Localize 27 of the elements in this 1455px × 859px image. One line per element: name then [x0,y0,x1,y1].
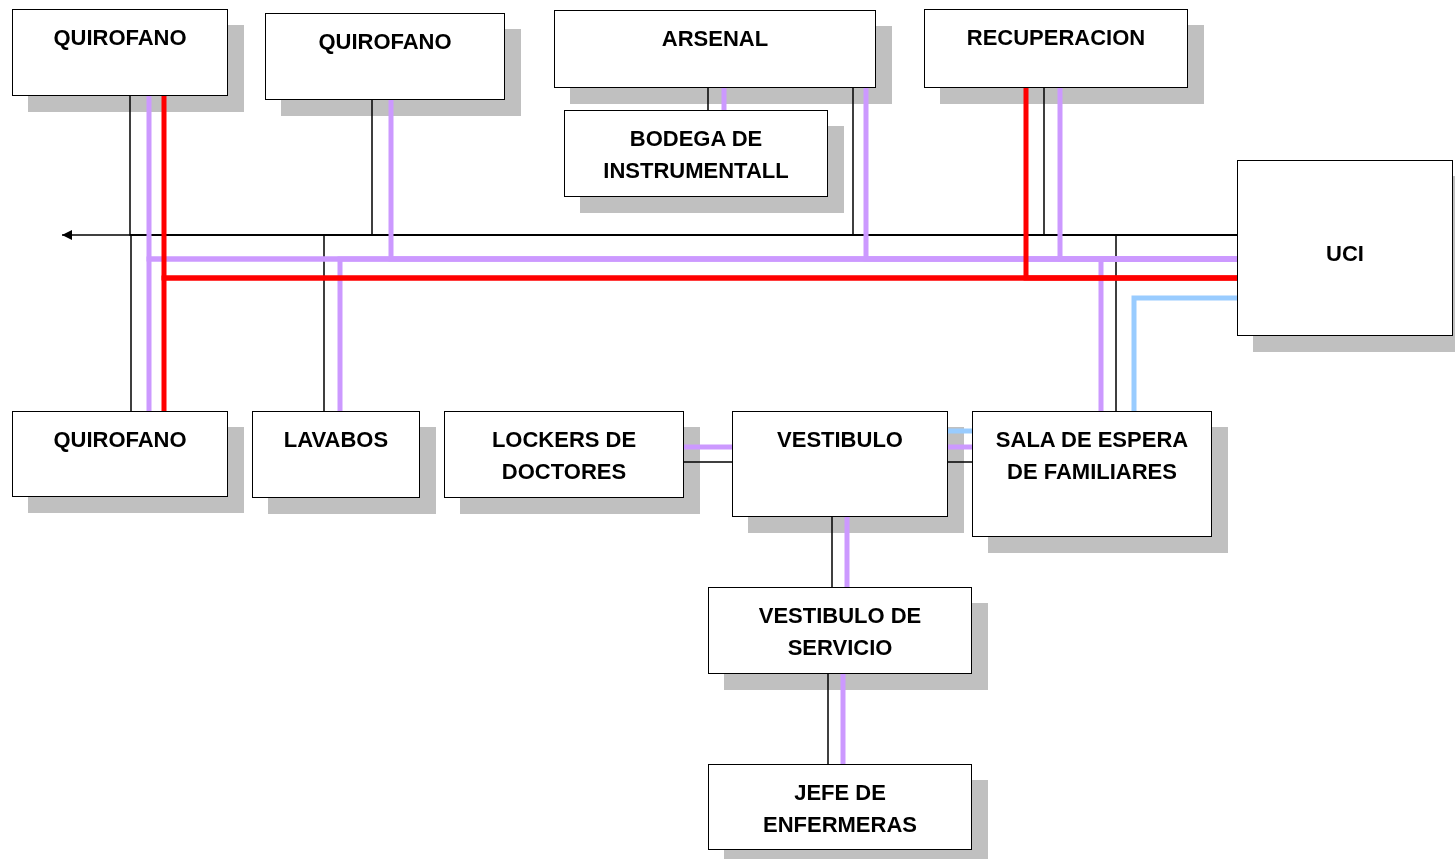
connector-line [721,88,727,110]
room-label: UCI [1326,240,1364,268]
room-label: VESTIBULO [777,426,903,454]
room-label: SALA DE ESPERA DE FAMILIARES [994,426,1190,486]
connector-line [840,674,846,764]
connector-line [948,444,972,450]
connector-line [684,444,732,450]
connector-line [1098,256,1237,411]
connector-line [831,516,833,588]
connector-line [1115,234,1238,412]
connector-line [707,87,709,111]
connector-line [947,461,973,463]
room-label: LOCKERS DE DOCTORES [490,426,638,486]
connector-line [827,673,829,765]
room-label: JEFE DE ENFERMERAS [762,779,918,839]
connector-line [844,517,850,587]
room-label: QUIROFANO [53,426,187,454]
room-label: ARSENAL [661,25,769,53]
room-label: BODEGA DE INSTRUMENTALL [602,125,790,185]
room-label: VESTIBULO DE SERVICIO [757,602,923,662]
room-label: QUIROFANO [318,28,452,56]
connector-line [1131,295,1237,411]
room-label: RECUPERACION [966,24,1146,52]
room-label: LAVABOS [283,426,389,454]
connector-line [683,461,733,463]
room-label: QUIROFANO [53,24,187,52]
connector-line [948,428,972,434]
